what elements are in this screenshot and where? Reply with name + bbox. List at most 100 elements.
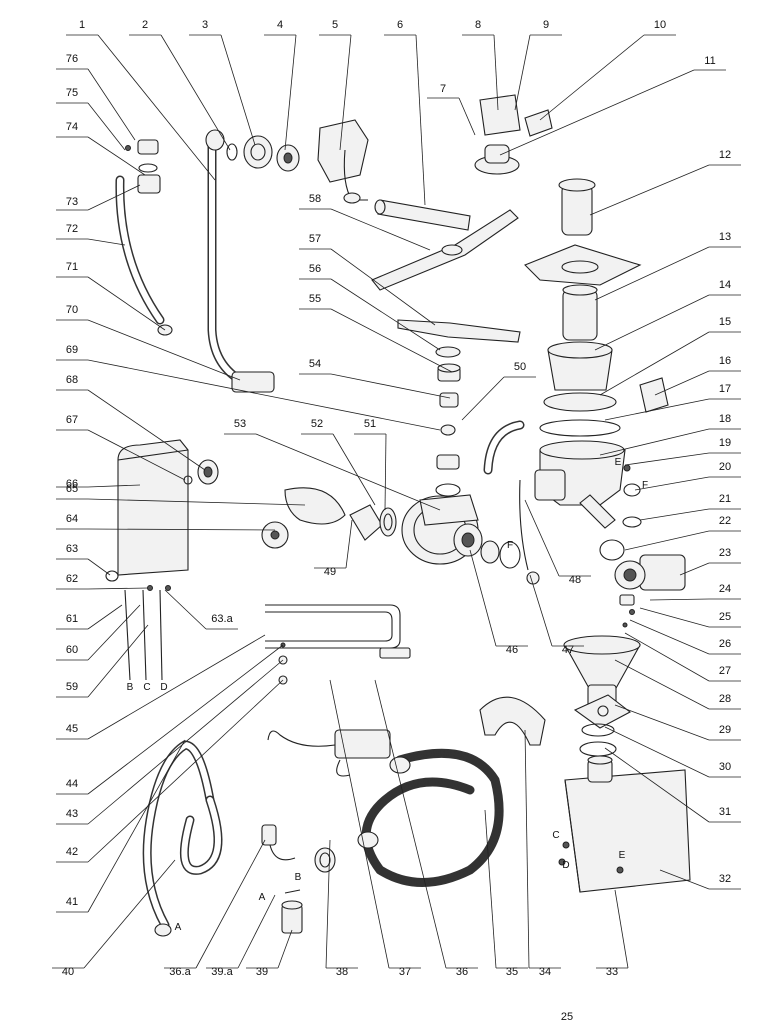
part-label-24: 24 [649, 583, 741, 601]
connection-letter: B [295, 872, 302, 883]
part-label-23: 23 [679, 547, 741, 576]
part-50-curved-hose [483, 420, 525, 475]
part-label-40: 40 [52, 859, 176, 978]
leader-line [484, 809, 497, 969]
part-label-25: 25 [639, 607, 741, 628]
part-number-text: 53 [234, 418, 246, 430]
leader-line [659, 869, 710, 890]
part-number-text: 56 [309, 263, 321, 275]
part-47-sensor [526, 571, 540, 585]
leader-line [469, 549, 497, 647]
part-number-text: 23 [719, 547, 731, 559]
part-label-60: 60 [56, 604, 141, 661]
leader-line [599, 331, 710, 396]
part-number-text: 48 [569, 574, 581, 586]
leader-line [679, 562, 710, 576]
part-label-63: 63 [56, 543, 111, 576]
part-label-47: 47 [529, 574, 584, 656]
part-label-49: 49 [314, 519, 353, 578]
part-number-text: 10 [654, 19, 666, 31]
part-number-text: 31 [719, 806, 731, 818]
leader-line [624, 632, 710, 682]
part-33-connectors [558, 841, 624, 874]
leader-line [614, 659, 710, 710]
part-number-text: 73 [66, 196, 78, 208]
part-number-text: 35 [506, 966, 518, 978]
part-42-45-heater [265, 604, 411, 685]
leader-line [87, 558, 111, 576]
connection-letter: C [552, 830, 559, 841]
part-number-text: 17 [719, 383, 731, 395]
leader-line [524, 729, 530, 969]
leader-line [330, 278, 441, 351]
leader-line [237, 894, 276, 969]
part-number-text: 30 [719, 761, 731, 773]
leader-line [87, 659, 284, 825]
leader-line [332, 433, 376, 506]
part-35-drain-hose [357, 748, 504, 887]
part-label-41: 41 [56, 739, 186, 913]
part-28-funnel [563, 635, 641, 711]
part-number-text: 42 [66, 846, 78, 858]
part-label-45: 45 [56, 634, 266, 740]
leader-line [458, 97, 476, 136]
leader-line [87, 634, 266, 740]
part-number-text: 62 [66, 573, 78, 585]
leader-line [87, 319, 241, 381]
part-label-9: 9 [514, 19, 562, 111]
leader-line [87, 604, 141, 661]
leader-line [604, 398, 710, 421]
part-label-43: 43 [56, 659, 284, 825]
part-label-63-a: 63.a [164, 589, 238, 630]
leader-line [639, 607, 710, 628]
part-label-29: 29 [614, 704, 741, 741]
part-label-55: 55 [299, 293, 453, 373]
part-36a-cable [261, 824, 296, 861]
part-number-text: 1 [79, 19, 85, 31]
part-74-76-connectors [125, 139, 161, 194]
leader-line [604, 747, 710, 823]
leader-line [539, 34, 645, 121]
leader-line [374, 679, 447, 969]
part-label-8: 8 [462, 19, 499, 111]
connection-letter: E [615, 457, 622, 468]
part-number-text: 19 [719, 437, 731, 449]
part-number-text: 27 [719, 665, 731, 677]
part-19-22-clamps [599, 464, 642, 561]
leader-line [594, 294, 710, 351]
leader-line [329, 679, 390, 969]
leader-line [614, 704, 710, 741]
part-label-34: 34 [524, 729, 561, 978]
leader-line [87, 68, 136, 141]
part-number-text: 41 [66, 896, 78, 908]
part-label-20: 20 [634, 461, 741, 491]
part-number-text: 3 [202, 19, 208, 31]
part-label-58: 58 [299, 193, 431, 251]
part-label-48: 48 [524, 499, 591, 586]
part-7-11-small-parts [474, 94, 553, 175]
leader-line [493, 34, 499, 111]
part-number-text: 9 [543, 19, 549, 31]
part-32-softener [564, 755, 691, 893]
leader-line [87, 389, 206, 471]
leader-line [97, 34, 216, 181]
part-39-valve [281, 889, 303, 934]
leader-line [514, 34, 531, 111]
part-label-27: 27 [624, 632, 741, 682]
connection-letter: F [507, 540, 513, 551]
part-46-elbow [480, 540, 521, 569]
part-number-text: 60 [66, 644, 78, 656]
leader-line [87, 528, 276, 531]
leader-line [524, 499, 560, 577]
part-label-7: 7 [427, 83, 476, 136]
connection-letter: D [160, 682, 167, 693]
part-23-drain-pump [614, 554, 686, 591]
part-2-3-4-cap [205, 129, 300, 172]
connection-letter: B [127, 682, 134, 693]
part-label-30: 30 [604, 726, 741, 778]
part-label-67: 67 [56, 414, 186, 481]
leader-line [604, 726, 710, 778]
part-number-text: 21 [719, 493, 731, 505]
leader-line [83, 859, 176, 969]
